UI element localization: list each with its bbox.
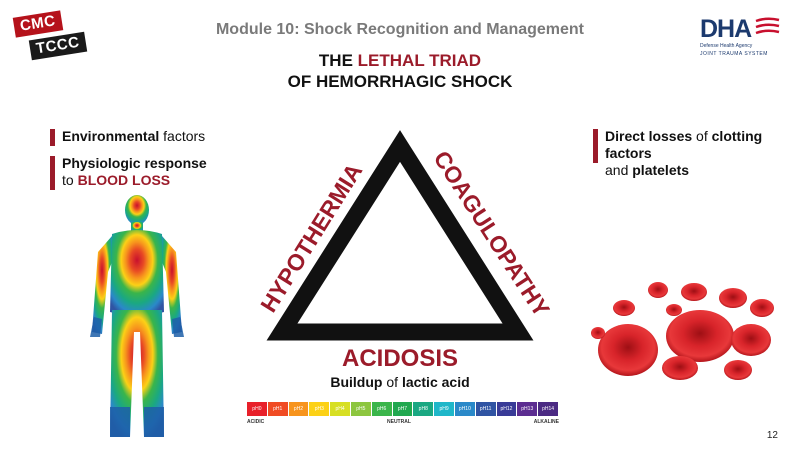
ph-cell: pH8 xyxy=(413,402,435,416)
page-number: 12 xyxy=(766,430,778,441)
flag-stripes-icon xyxy=(755,17,780,35)
ph-cell: pH13 xyxy=(517,402,539,416)
bullet-bar xyxy=(50,156,55,190)
title-lethal-triad: LETHAL TRIAD xyxy=(357,51,482,70)
buildup-caption: Buildup of lactic acid xyxy=(0,374,800,390)
triangle-shape xyxy=(266,130,534,341)
bullet-of: of xyxy=(692,128,712,144)
bullet-bar xyxy=(50,129,55,146)
bullet-platelets: platelets xyxy=(632,162,690,178)
thermal-body-image xyxy=(90,195,184,437)
ph-cell: pH11 xyxy=(475,402,497,416)
title-the: THE xyxy=(318,51,358,70)
dha-agency-text: Defense Health Agency xyxy=(700,43,753,49)
title-line2: OF HEMORRHAGIC SHOCK xyxy=(287,72,513,91)
module-title: Module 10: Shock Recognition and Managem… xyxy=(215,21,585,38)
bullet-environmental: Environmental factors xyxy=(50,128,206,146)
ph-acidic-label: ACIDIC xyxy=(247,419,265,425)
bullet-bar xyxy=(593,129,598,163)
bullet-blood-loss: BLOOD LOSS xyxy=(77,172,171,188)
ph-cell: pH7 xyxy=(392,402,414,416)
lethal-triad-triangle: HYPOTHERMIA COAGULOPATHY ACIDOSIS xyxy=(255,130,550,372)
ph-cell: pH1 xyxy=(267,402,289,416)
bullet-direct-losses: Direct losses of clotting factors and pl… xyxy=(593,128,800,179)
ph-cell: pH9 xyxy=(434,402,455,416)
buildup-of: of xyxy=(382,374,402,390)
bullet-direct-losses-bold: Direct losses xyxy=(605,128,693,144)
ph-cell: pH5 xyxy=(350,402,372,416)
ph-cell: pH0 xyxy=(247,402,268,416)
red-blood-cells-image xyxy=(591,282,774,380)
dha-logo: DHA Defense Health Agency JOINT TRAUMA S… xyxy=(700,15,784,59)
triad-title: THE LETHAL TRIAD OF HEMORRHAGIC SHOCK xyxy=(0,50,800,92)
ph-cell: pH12 xyxy=(496,402,518,416)
ph-cell: pH10 xyxy=(454,402,476,416)
bullet-and: and xyxy=(605,162,633,178)
dha-brand-text: DHA xyxy=(700,15,752,43)
lactic-acid-bold: lactic acid xyxy=(401,374,470,390)
buildup-bold: Buildup xyxy=(330,374,383,390)
ph-cell: pH4 xyxy=(330,402,351,416)
ph-neutral-label: NEUTRAL xyxy=(387,419,411,425)
bullet-environmental-rest: factors xyxy=(159,128,206,144)
ph-alkaline-label: ALKALINE xyxy=(533,419,559,425)
bullet-clotting-factors: clotting factors xyxy=(605,128,763,161)
ph-cell: pH14 xyxy=(538,402,559,416)
label-acidosis: ACIDOSIS xyxy=(342,345,458,372)
bullet-environmental-bold: Environmental xyxy=(62,128,160,144)
ph-scale-labels: ACIDIC NEUTRAL ALKALINE xyxy=(247,419,559,429)
dha-system-text: JOINT TRAUMA SYSTEM xyxy=(700,51,768,57)
ph-cell: pH6 xyxy=(371,402,393,416)
bullet-physiologic: Physiologic response to BLOOD LOSS xyxy=(50,155,207,190)
bullet-physiologic-bold: Physiologic response xyxy=(62,155,207,171)
bullet-physiologic-to: to xyxy=(62,172,78,188)
ph-cell: pH2 xyxy=(288,402,310,416)
ph-cell: pH3 xyxy=(309,402,331,416)
